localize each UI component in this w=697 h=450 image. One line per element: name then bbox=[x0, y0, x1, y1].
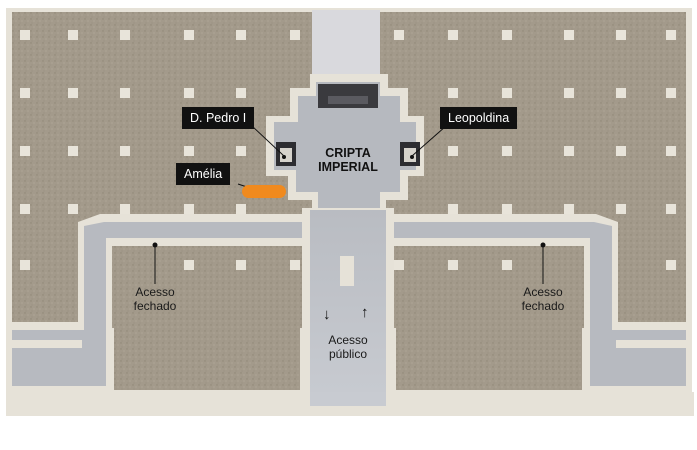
left-access-line1: Acesso bbox=[135, 285, 175, 299]
left-inner-wall bbox=[12, 340, 82, 348]
pedro-leader bbox=[251, 125, 285, 157]
label-amelia: Amélia bbox=[176, 163, 231, 185]
arrow-down-icon: ↓ bbox=[323, 306, 331, 323]
crypt-title-line1: CRIPTA bbox=[325, 146, 371, 160]
label-leopoldina: Leopoldina bbox=[440, 107, 518, 129]
leopoldina-tomb bbox=[404, 148, 416, 162]
pedro-dot bbox=[282, 155, 286, 159]
public-corridor bbox=[310, 210, 386, 406]
left-access-line2: fechado bbox=[133, 299, 177, 313]
crypt-title-line2: IMPERIAL bbox=[318, 160, 378, 174]
label-pedro: D. Pedro I bbox=[182, 107, 255, 129]
right-access-dot bbox=[540, 242, 546, 248]
public-access-line1: Acesso bbox=[328, 333, 368, 347]
right-corridor bbox=[394, 222, 686, 386]
leopoldina-dot bbox=[410, 155, 414, 159]
public-corridor-bottom bbox=[310, 392, 386, 406]
public-access-line2: público bbox=[328, 347, 368, 361]
right-access-line1: Acesso bbox=[523, 285, 563, 299]
lower-right-ground bbox=[396, 254, 582, 390]
lower-left-ground bbox=[114, 254, 300, 390]
left-access-dot bbox=[152, 242, 158, 248]
pedro-tomb bbox=[280, 148, 292, 162]
left-corridor bbox=[12, 222, 302, 386]
pillar-grid bbox=[20, 30, 676, 270]
corridor-pillar bbox=[340, 256, 354, 286]
arrow-up-icon: ↑ bbox=[361, 304, 369, 321]
crypt-floor bbox=[274, 82, 416, 214]
amelia-tomb bbox=[242, 185, 286, 198]
top-entrance bbox=[312, 10, 380, 80]
right-inner-wall bbox=[616, 340, 686, 348]
altar-step bbox=[328, 96, 368, 104]
right-access-line2: fechado bbox=[521, 299, 565, 313]
leopoldina-leader bbox=[411, 125, 447, 157]
